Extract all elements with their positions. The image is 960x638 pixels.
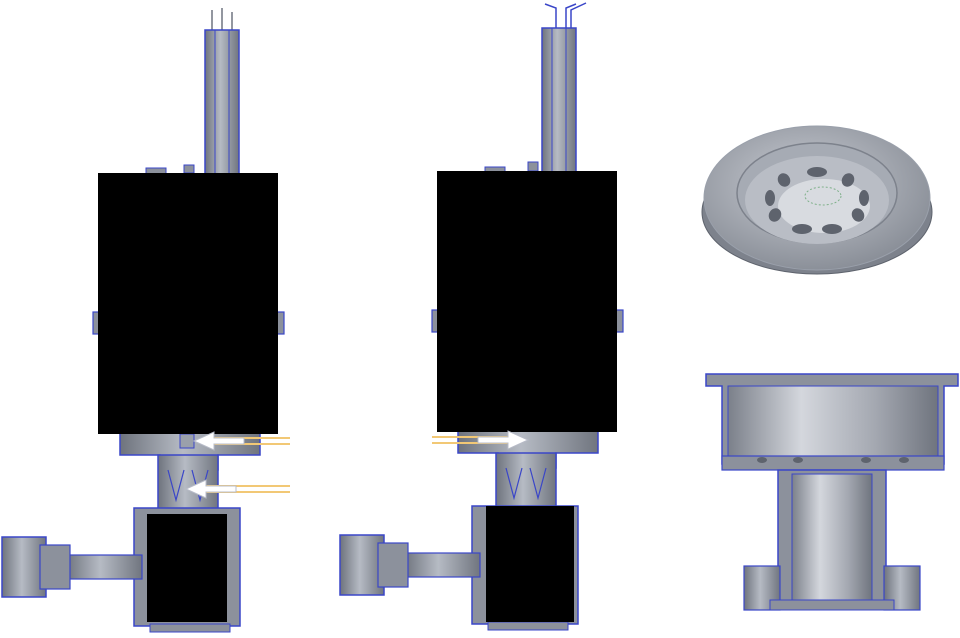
flow-arrow-outward	[432, 430, 530, 450]
redaction-block-lower	[147, 514, 227, 622]
left-valve-section	[1, 8, 290, 633]
cup-cross-section	[705, 373, 959, 611]
wire-leads	[211, 8, 233, 30]
redaction-block-lower-middle	[486, 506, 574, 622]
stem-tube	[204, 29, 240, 176]
perforated-disc-iso-view	[701, 125, 933, 275]
wire-leads-middle	[544, 2, 587, 28]
valve-neck	[157, 454, 219, 513]
redaction-block-upper-middle	[437, 171, 617, 432]
cup-interior	[727, 385, 939, 457]
pipe-fitting	[1, 536, 47, 598]
redaction-block-upper	[98, 173, 278, 434]
flow-arrow-upper	[192, 431, 290, 451]
side-pipe	[65, 554, 143, 580]
flow-arrow-lower	[184, 479, 290, 499]
disc-holes	[765, 167, 869, 234]
middle-valve-section	[339, 2, 624, 631]
stem-tube-middle	[541, 27, 577, 174]
